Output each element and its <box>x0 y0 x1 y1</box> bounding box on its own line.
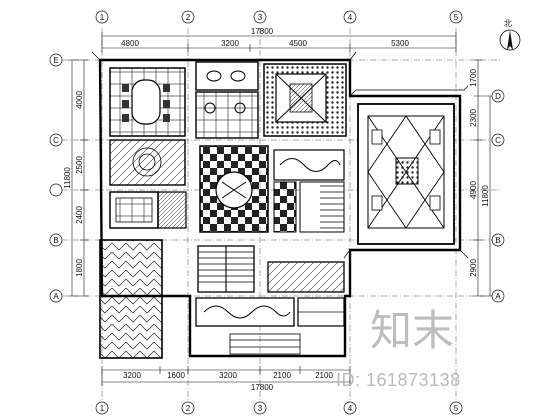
col-axis-1-top: 1 <box>100 13 105 22</box>
left-dimension-chain <box>68 59 88 297</box>
bottom-dim-4: 2100 <box>273 371 291 380</box>
watermark-logo: 知末 <box>370 306 454 355</box>
top-dim-2: 3200 <box>221 39 239 48</box>
bottom-dim-1: 3200 <box>123 371 141 380</box>
left-dim-1: 4000 <box>75 91 84 109</box>
top-dim-3: 4500 <box>289 39 307 48</box>
north-arrow-icon <box>499 29 521 51</box>
row-axis-b-right: B <box>495 236 500 245</box>
col-axis-5-top: 5 <box>454 13 459 22</box>
right-total-dim: 11800 <box>481 185 490 207</box>
dining-floor-motif <box>132 147 162 177</box>
row-axis-c-right: C <box>495 136 501 145</box>
top-dim-4: 5300 <box>391 39 409 48</box>
entry-steps <box>229 333 301 355</box>
lower-decor-room <box>195 261 345 327</box>
corridor-decor-panel <box>273 149 345 233</box>
col-axis-2-top: 2 <box>186 13 191 22</box>
bottom-dim-2: 1600 <box>167 371 185 380</box>
col-axis-4-bottom: 4 <box>348 404 353 413</box>
kitchen <box>109 191 187 229</box>
watermark-logo-text: 知末 <box>370 306 454 355</box>
col-axis-5-bottom: 5 <box>454 404 459 413</box>
row-axis-c-left: C <box>53 136 59 145</box>
row-axis-a-left: A <box>53 292 59 301</box>
column-axis-bubbles <box>95 10 463 415</box>
left-total-dim: 11800 <box>63 167 72 189</box>
watermark-id: ID: 161873138 <box>336 370 461 390</box>
row-axis-e-left: E <box>53 56 58 65</box>
bottom-dim-5: 2100 <box>315 371 333 380</box>
bottom-dimension-chain <box>101 366 351 386</box>
dining-room <box>109 67 186 137</box>
bottom-dim-3: 3200 <box>219 371 237 380</box>
top-total-dim: 17800 <box>251 27 274 36</box>
right-dim-3: 2900 <box>469 259 478 277</box>
terrace-herringbone-floor <box>99 239 163 359</box>
left-dim-2: 2500 <box>75 156 84 174</box>
row-axis-bubbles <box>49 53 505 303</box>
col-axis-1-bottom: 1 <box>100 404 105 413</box>
row-axis-d-right: D <box>495 92 501 101</box>
top-dim-1: 4800 <box>121 39 139 48</box>
col-axis-4-top: 4 <box>348 13 353 22</box>
top-dimension-chain <box>101 32 457 52</box>
row-axis-b-left: B <box>53 236 58 245</box>
bottom-total-dim: 17800 <box>251 383 274 392</box>
left-dim-3: 2400 <box>75 206 84 224</box>
north-label: 北 <box>504 19 512 28</box>
bathroom-top <box>195 61 259 139</box>
right-top-dim: 1700 <box>469 69 478 87</box>
living-room <box>357 103 455 245</box>
staircase <box>197 245 255 293</box>
col-axis-2-bottom: 2 <box>186 404 191 413</box>
dining-floor-pattern <box>109 139 186 186</box>
right-dim-2: 4900 <box>469 181 478 199</box>
row-axis-a-right: A <box>495 292 501 301</box>
right-dim-1: 2300 <box>469 109 478 127</box>
central-hall <box>199 145 269 233</box>
roof-edge-lines <box>91 51 469 259</box>
right-dimension-chain <box>474 59 494 297</box>
col-axis-3-top: 3 <box>258 13 263 22</box>
bedroom <box>263 63 347 137</box>
left-dim-4: 1800 <box>75 259 84 277</box>
col-axis-3-bottom: 3 <box>258 404 263 413</box>
